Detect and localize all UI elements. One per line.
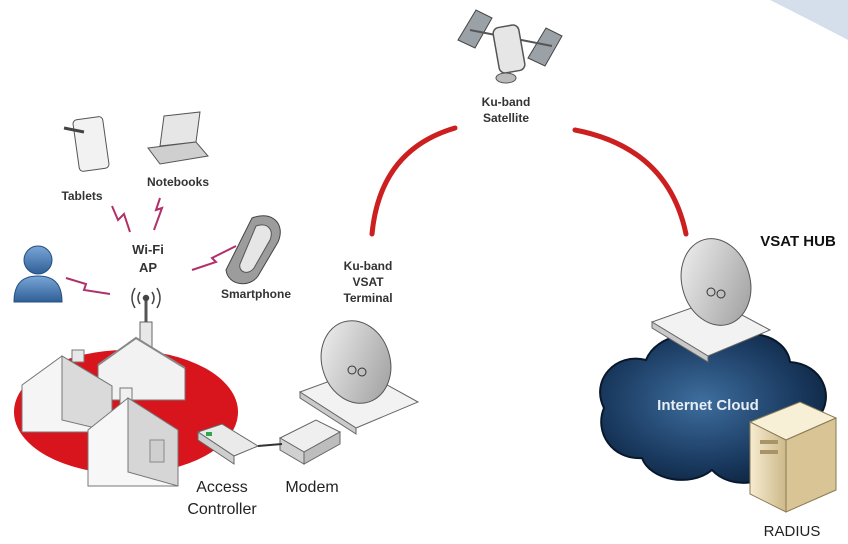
uplink-arc: [369, 125, 458, 237]
label-satellite-line1: Ku-band: [482, 95, 531, 109]
label-vsat-terminal-line2: VSAT: [352, 275, 384, 289]
label-notebooks: Notebooks: [147, 175, 209, 189]
house-icon-back: [71, 336, 186, 401]
wireless-links: [65, 197, 237, 295]
label-vsat-hub: VSAT HUB: [760, 233, 836, 250]
cable-ac-modem: [257, 443, 283, 447]
radius-server-icon: [748, 401, 838, 513]
label-access-controller-line2: Controller: [187, 501, 257, 518]
notebook-icon: [147, 111, 209, 165]
corner-shade: [770, 0, 848, 40]
label-satellite-line2: Satellite: [483, 111, 529, 125]
wireless-link-notebook: [153, 197, 164, 231]
wireless-link-tablet: [111, 205, 131, 233]
tablet-icon: [63, 116, 110, 172]
label-smartphone: Smartphone: [221, 287, 291, 301]
wireless-link-smartphone: [191, 245, 237, 271]
wireless-link-person: [65, 277, 111, 295]
access-controller-icon: [196, 423, 260, 465]
house-icon-front: [87, 397, 179, 487]
label-tablets: Tablets: [61, 189, 102, 203]
label-vsat-terminal-line1: Ku-band: [344, 259, 393, 273]
smartphone-icon: [225, 215, 281, 285]
label-wifi-ap-line2: AP: [139, 260, 157, 275]
label-access-controller-line1: Access: [196, 479, 248, 496]
modem-icon: [278, 419, 342, 465]
label-vsat-terminal-line3: Terminal: [343, 291, 392, 305]
vsat-hub-icon: [650, 238, 772, 363]
satellite-icon: [457, 9, 563, 84]
wifi-signal-icon: [131, 287, 161, 309]
downlink-arc: [572, 127, 689, 237]
label-radius: RADIUS: [764, 523, 821, 540]
label-modem: Modem: [285, 479, 338, 496]
label-wifi-ap-line1: Wi-Fi: [132, 242, 164, 257]
person-icon: [13, 245, 63, 303]
vsat-terminal-icon: [298, 320, 420, 435]
label-internet-cloud: Internet Cloud: [657, 397, 759, 414]
